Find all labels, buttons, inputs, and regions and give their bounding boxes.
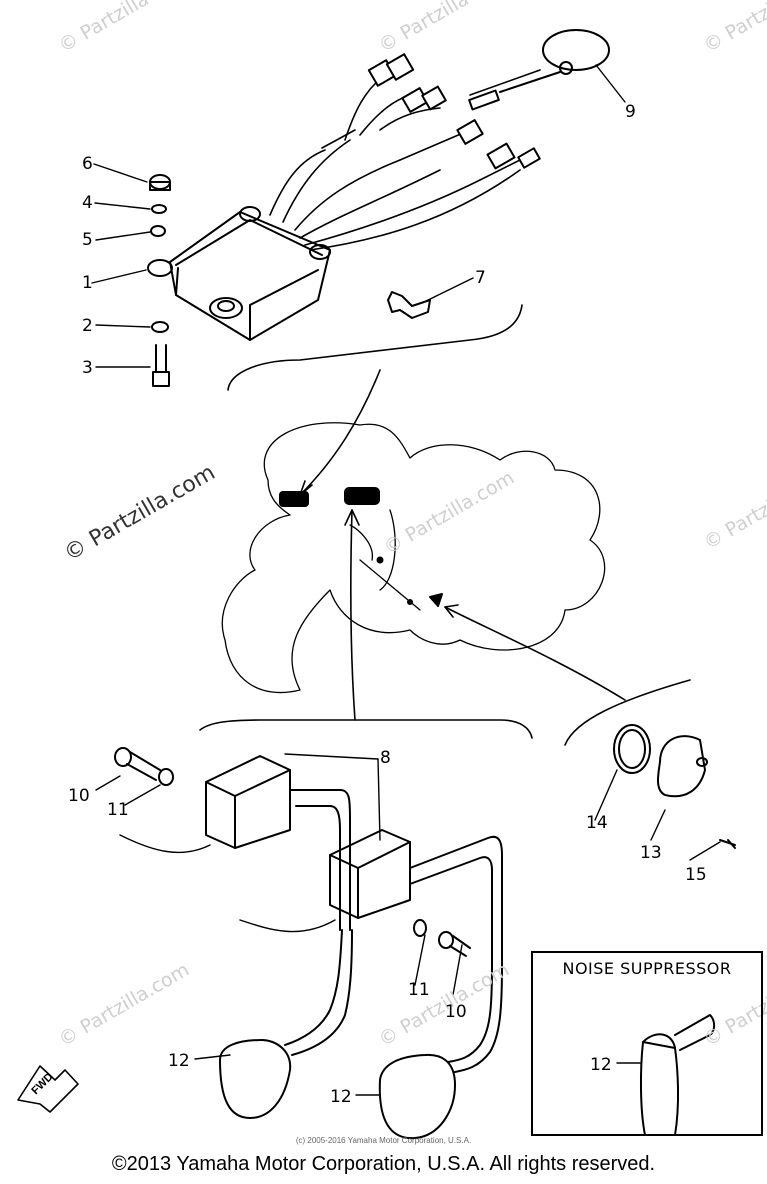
callout-3: 3 — [82, 358, 93, 378]
inset-title: NOISE SUPPRESSOR — [562, 959, 732, 978]
callout-1: 1 — [82, 273, 93, 293]
connectors — [367, 53, 541, 170]
callout-5: 5 — [82, 230, 93, 250]
callout-13: 13 — [640, 843, 662, 863]
copyright-main: ©2013 Yamaha Motor Corporation, U.S.A. A… — [111, 1153, 656, 1175]
callout-12: 12 — [330, 1087, 352, 1107]
callout-9: 9 — [625, 102, 636, 122]
leader-lines — [91, 64, 721, 1096]
harness-markers — [279, 487, 443, 607]
motorcycle-outline — [221, 422, 606, 694]
ignition-coil-upper — [205, 755, 351, 931]
coil-hardware — [114, 747, 471, 957]
callout-4: 4 — [82, 193, 93, 213]
copyright-small: (c) 2005-2016 Yamaha Motor Corporation, … — [295, 1136, 472, 1145]
cdi-wire-harness — [269, 69, 541, 251]
callout-2: 2 — [82, 316, 93, 336]
fwd-arrow — [17, 1065, 79, 1113]
callout-10: 10 — [445, 1002, 467, 1022]
callout-8: 8 — [380, 748, 391, 768]
coil-leads — [119, 834, 336, 933]
callout-15: 15 — [685, 865, 707, 885]
callout-11: 11 — [107, 800, 129, 820]
pickup-cover — [613, 724, 736, 849]
callout-14: 14 — [586, 813, 608, 833]
callout-12: 12 — [590, 1055, 612, 1075]
callout-11: 11 — [408, 980, 430, 1000]
callout-7: 7 — [475, 268, 486, 288]
cdi-unit — [147, 206, 331, 341]
callout-6: 6 — [82, 154, 93, 174]
callout-10: 10 — [68, 786, 90, 806]
ignition-coil-lower — [329, 829, 503, 966]
noise-suppressor-inset: NOISE SUPPRESSOR — [531, 951, 763, 1136]
pointer-arrows — [299, 369, 626, 721]
spark-cords — [219, 929, 503, 1140]
ground-ring — [499, 29, 610, 93]
callout-12: 12 — [168, 1051, 190, 1071]
hardware-stack — [149, 174, 171, 387]
wire-clamp — [387, 291, 431, 319]
